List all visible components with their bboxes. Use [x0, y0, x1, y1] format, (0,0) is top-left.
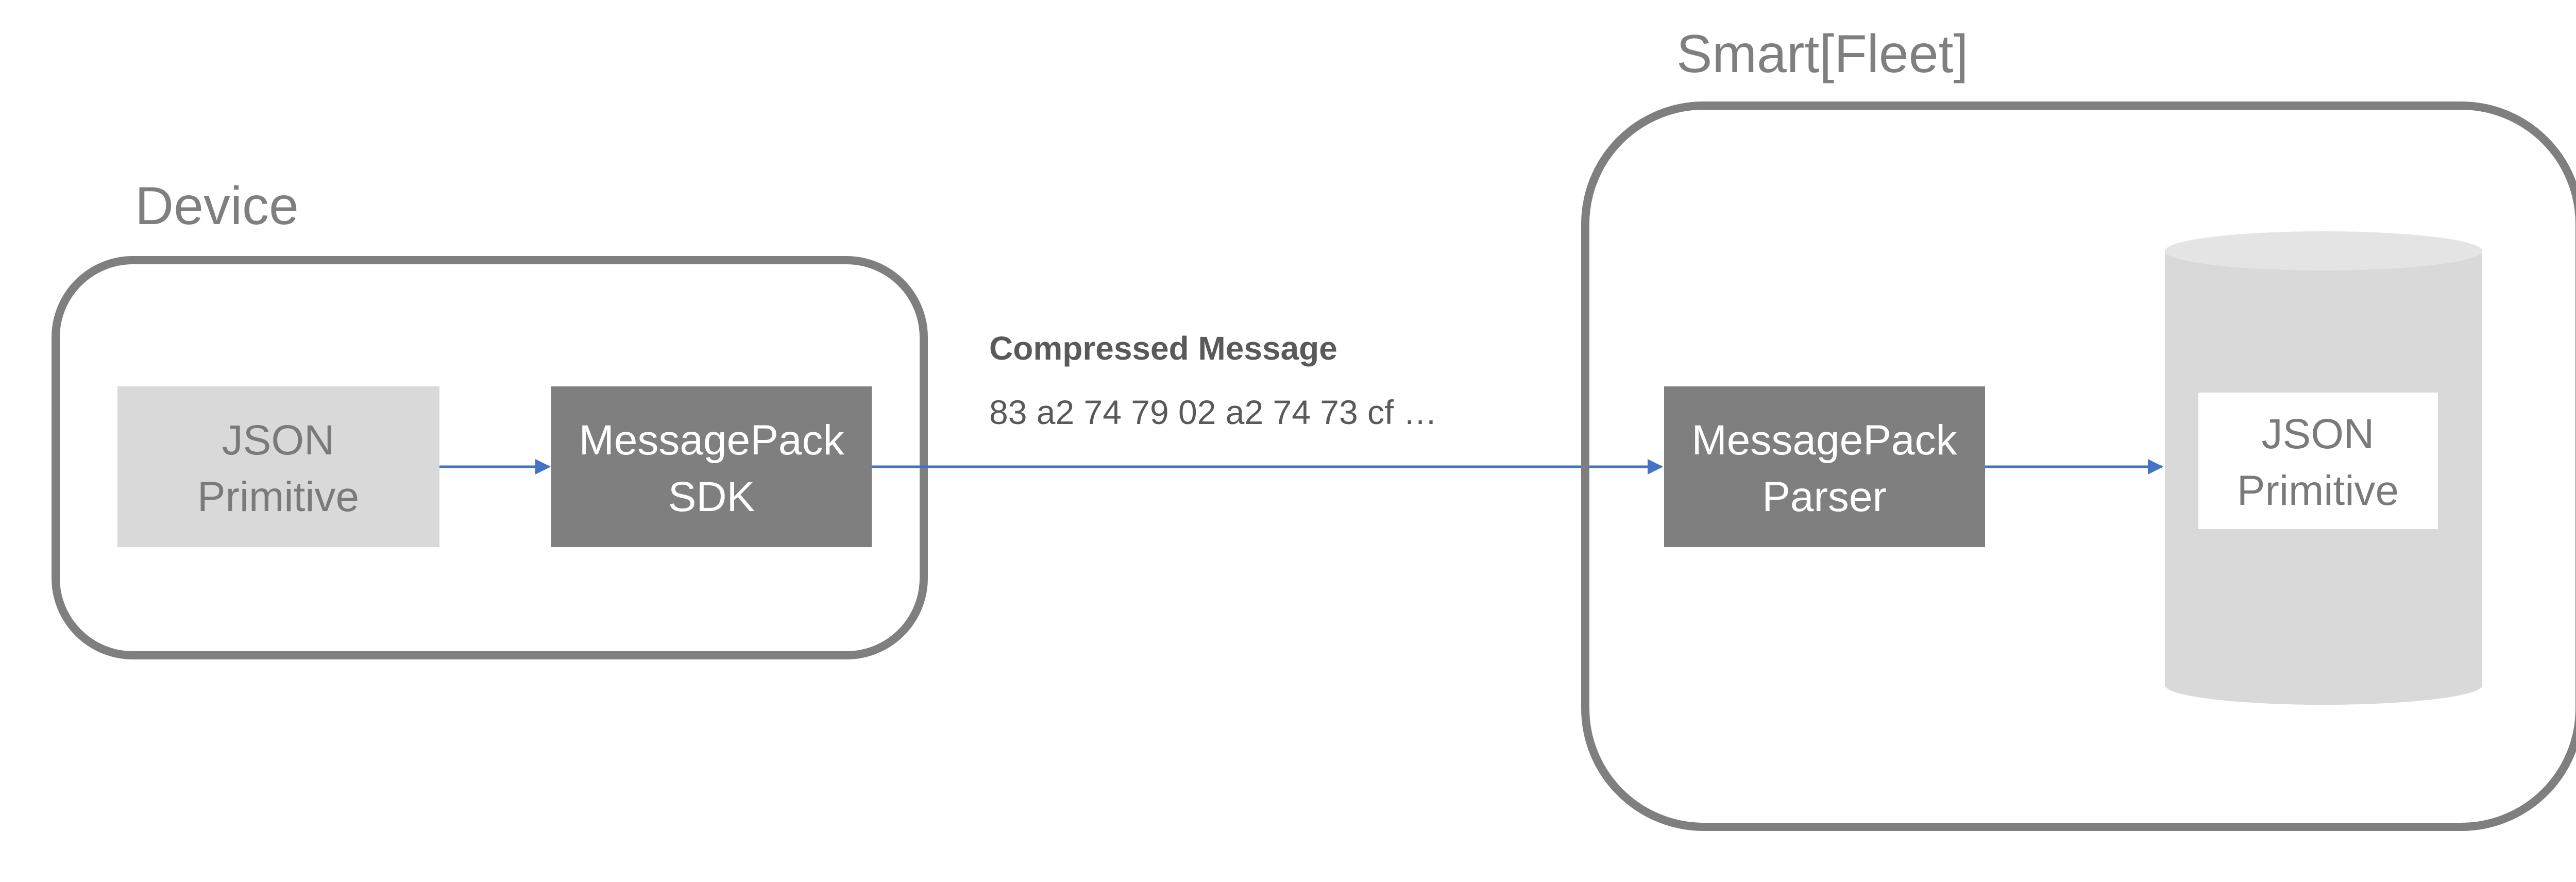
compressed-message-hex: 83 a2 74 79 02 a2 74 73 cf … [989, 393, 1437, 431]
messagepack-sdk-line2: SDK [668, 473, 755, 520]
compressed-message-title: Compressed Message [989, 330, 1337, 367]
database-json-primitive-box [2198, 393, 2438, 529]
messagepack-parser-line1: MessagePack [1691, 417, 1957, 464]
messagepack-sdk-box [551, 386, 872, 547]
device-json-primitive-box [117, 386, 439, 547]
device-json-primitive-line2: Primitive [197, 473, 359, 520]
database-json-primitive-line2: Primitive [2237, 467, 2399, 514]
fleet-title: Smart[Fleet] [1676, 24, 1968, 84]
device-title: Device [135, 176, 299, 236]
messagepack-sdk-line1: MessagePack [579, 417, 844, 464]
messagepack-parser-box [1664, 386, 1985, 547]
fleet-container [1581, 101, 2576, 831]
messagepack-parser-line2: Parser [1762, 473, 1887, 520]
device-container [52, 256, 928, 659]
device-json-primitive-line1: JSON [222, 417, 335, 464]
database-json-primitive-line1: JSON [2262, 411, 2375, 457]
